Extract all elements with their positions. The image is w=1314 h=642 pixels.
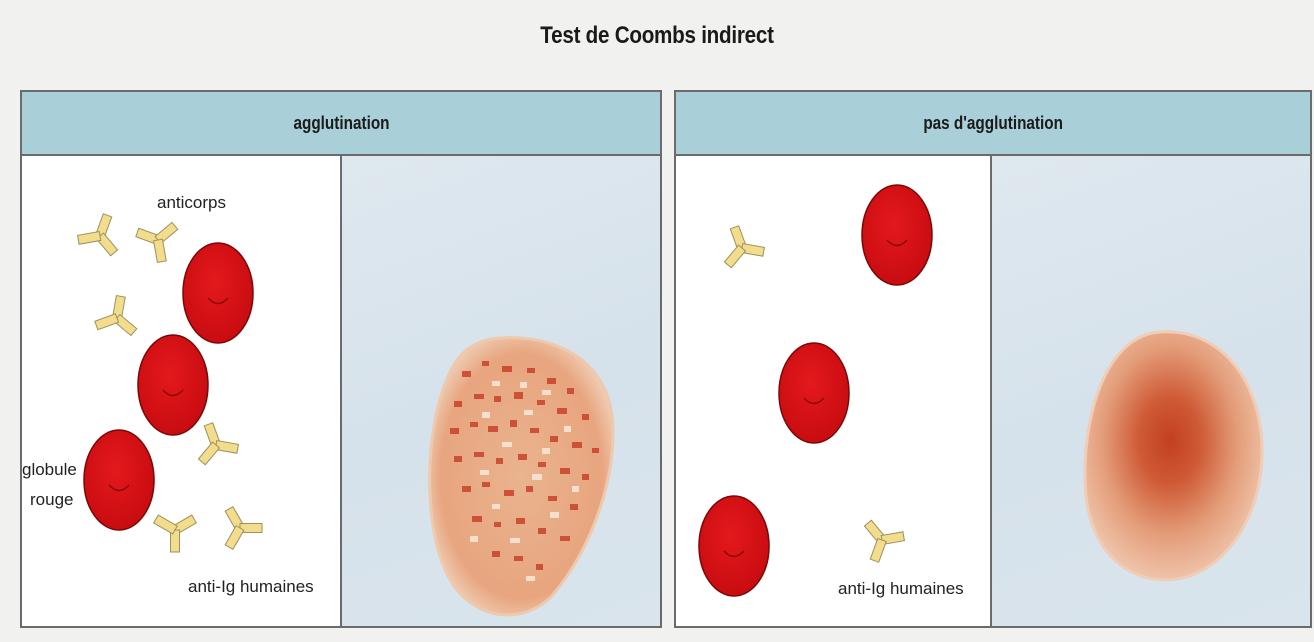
red-blood-cell [699,496,769,596]
label-anticorps: anticorps [157,193,226,212]
antibody-icon [852,509,908,565]
label-anti-ig-right: anti-Ig humaines [838,579,964,598]
red-blood-cell [779,343,849,443]
red-blood-cell [138,335,208,435]
red-blood-cell [862,185,932,285]
antibody-icon [188,417,241,466]
label-anti-ig-left: anti-Ig humaines [188,577,314,596]
antibody-icon [93,293,141,337]
antibody-icon [130,212,179,265]
label-rouge: rouge [30,490,73,509]
antibody-icon [75,208,128,257]
red-blood-cell [183,243,253,343]
red-blood-cell [84,430,154,530]
label-globule: globule [22,460,77,479]
antibody-icon [211,498,266,551]
antibody-icon [151,501,204,556]
antibody-icon [714,220,767,269]
